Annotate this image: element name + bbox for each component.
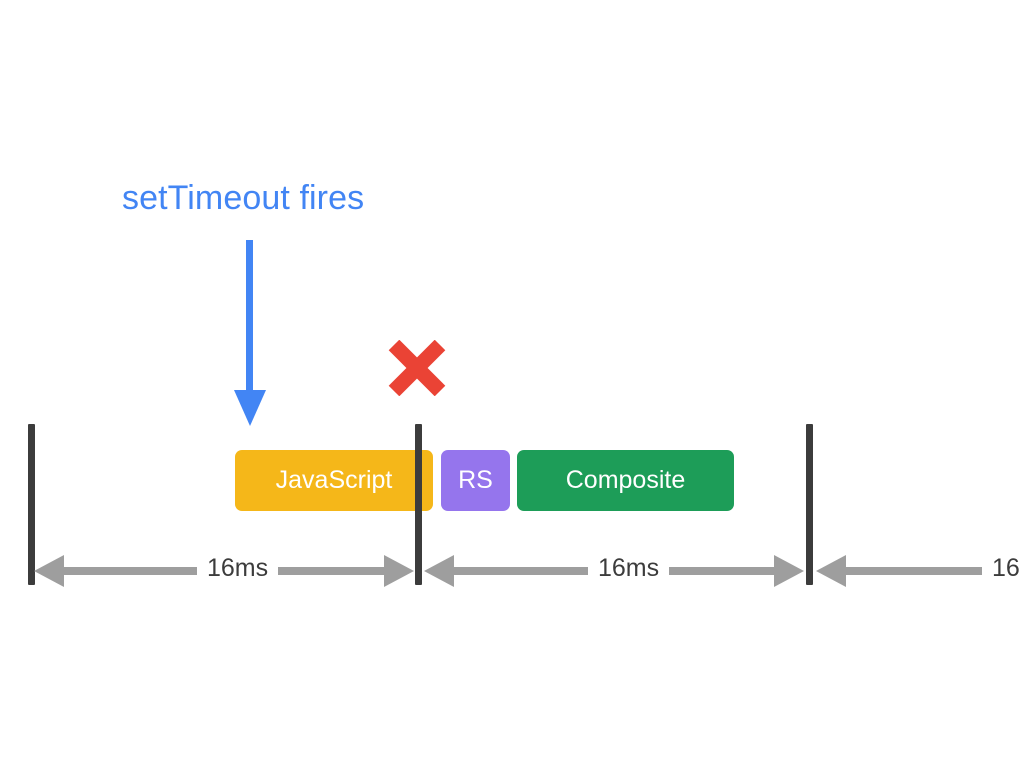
- task-bar-composite: Composite: [517, 450, 734, 511]
- frame-boundary-tick: [415, 424, 422, 585]
- task-bar-label: JavaScript: [275, 466, 393, 494]
- task-bar-rs: RS: [441, 450, 510, 511]
- task-bar-label: RS: [458, 466, 493, 494]
- settimeout-annotation-label: setTimeout fires: [122, 179, 365, 217]
- frame-duration-label: 16ms: [197, 554, 279, 583]
- frame-duration-label: 16ms: [588, 554, 670, 583]
- frame-duration-arrow: [816, 551, 1024, 593]
- frame-boundary-tick: [806, 424, 813, 585]
- frame-boundary-tick: [28, 424, 35, 585]
- frame-duration-label: 16: [982, 554, 1020, 583]
- task-bar-label: Composite: [565, 466, 686, 494]
- task-bar-javascript: JavaScript: [235, 450, 433, 511]
- red-x-icon: [386, 339, 448, 397]
- down-arrow-icon: [232, 240, 268, 426]
